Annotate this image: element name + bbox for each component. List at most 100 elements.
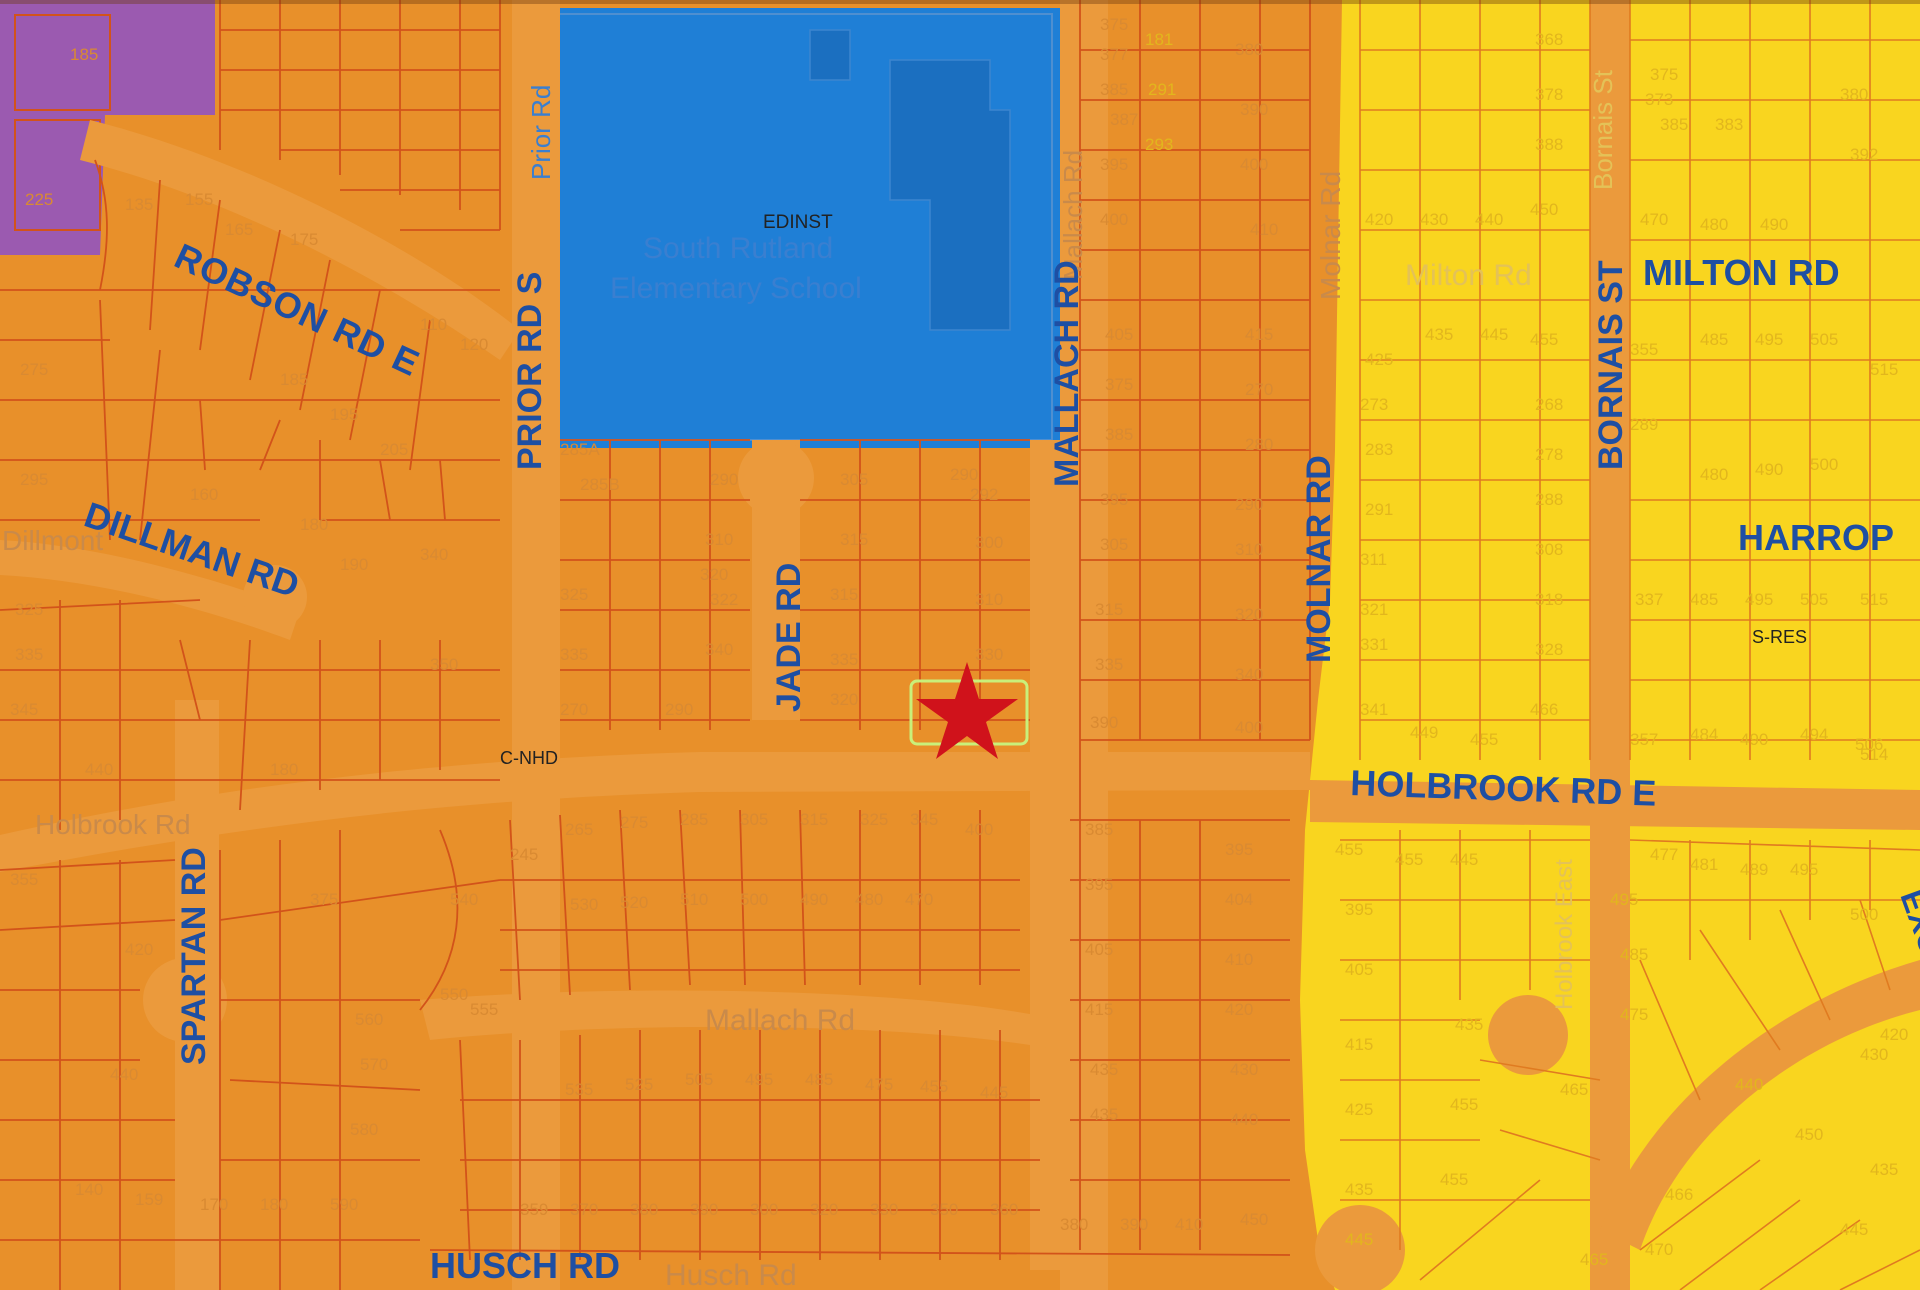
svg-text:495: 495: [745, 1070, 773, 1089]
svg-text:410: 410: [1175, 1215, 1203, 1234]
svg-text:485: 485: [1700, 330, 1728, 349]
street-label-spartan-rd: SPARTAN RD: [175, 847, 213, 1065]
svg-text:390: 390: [1090, 713, 1118, 732]
svg-text:440: 440: [85, 760, 113, 779]
svg-text:470: 470: [1640, 210, 1668, 229]
svg-text:400: 400: [965, 820, 993, 839]
svg-text:470: 470: [905, 890, 933, 909]
svg-text:345: 345: [10, 700, 38, 719]
svg-text:283: 283: [1365, 440, 1393, 459]
svg-text:290: 290: [665, 700, 693, 719]
parcel-lines: [0, 0, 1311, 1290]
svg-text:140: 140: [75, 1180, 103, 1199]
svg-text:170: 170: [200, 1195, 228, 1214]
svg-text:380: 380: [1060, 1215, 1088, 1234]
svg-text:305: 305: [740, 810, 768, 829]
svg-text:440: 440: [1475, 210, 1503, 229]
svg-text:485: 485: [805, 1070, 833, 1089]
zone-other-area: [0, 0, 215, 255]
svg-text:265: 265: [565, 820, 593, 839]
svg-text:490: 490: [1755, 460, 1783, 479]
svg-text:495: 495: [1755, 330, 1783, 349]
svg-text:368: 368: [1535, 30, 1563, 49]
svg-text:355: 355: [1630, 340, 1658, 359]
svg-text:305: 305: [840, 470, 868, 489]
zone-label-c-nhd: C-NHD: [500, 748, 558, 768]
svg-text:400: 400: [1235, 718, 1263, 737]
svg-text:120: 120: [460, 335, 488, 354]
svg-text:340: 340: [705, 640, 733, 659]
svg-text:435: 435: [1090, 1060, 1118, 1079]
svg-text:385: 385: [1105, 425, 1133, 444]
svg-text:270: 270: [560, 700, 588, 719]
zone-label-edinst: EDINST: [763, 212, 833, 233]
svg-text:435: 435: [1345, 1180, 1373, 1199]
faint-molnar-rd: Molnar Rd: [1315, 171, 1346, 300]
svg-text:370: 370: [570, 1200, 598, 1219]
svg-text:445: 445: [1450, 850, 1478, 869]
svg-text:190: 190: [340, 555, 368, 574]
svg-text:395: 395: [1100, 155, 1128, 174]
faint-husch-rd: Husch Rd: [665, 1259, 797, 1290]
faint-dillmont: Dillmont: [2, 525, 103, 556]
svg-text:335: 335: [830, 650, 858, 669]
svg-text:440: 440: [110, 1065, 138, 1084]
svg-text:465: 465: [1580, 1250, 1608, 1269]
street-label-molnar-rd: MOLNAR RD: [1300, 455, 1338, 663]
svg-text:185: 185: [280, 370, 308, 389]
svg-text:415: 415: [1345, 1035, 1373, 1054]
svg-text:305: 305: [1100, 535, 1128, 554]
svg-text:380: 380: [1235, 40, 1263, 59]
svg-text:320: 320: [810, 1200, 838, 1219]
svg-text:328: 328: [1535, 640, 1563, 659]
svg-text:535: 535: [565, 1080, 593, 1099]
faint-school-name-line1: South Rutland: [643, 232, 833, 265]
svg-text:275: 275: [20, 360, 48, 379]
svg-text:410: 410: [1225, 950, 1253, 969]
svg-text:420: 420: [1880, 1025, 1908, 1044]
svg-text:506: 506: [1855, 735, 1883, 754]
svg-text:481: 481: [1690, 855, 1718, 874]
svg-text:392: 392: [1850, 145, 1878, 164]
svg-text:390: 390: [690, 1200, 718, 1219]
svg-text:335: 335: [1095, 655, 1123, 674]
svg-text:160: 160: [190, 485, 218, 504]
svg-text:480: 480: [1700, 465, 1728, 484]
svg-text:489: 489: [1740, 860, 1768, 879]
faint-mallach-rd-south: Mallach Rd: [705, 1004, 855, 1037]
svg-text:360: 360: [990, 1200, 1018, 1219]
svg-text:308: 308: [1535, 540, 1563, 559]
svg-text:350: 350: [430, 655, 458, 674]
svg-text:514: 514: [1860, 745, 1888, 764]
faint-school-name-line2: Elementary School: [610, 272, 862, 305]
svg-text:285B: 285B: [580, 475, 620, 494]
svg-text:400: 400: [1100, 210, 1128, 229]
subject-property-star-icon[interactable]: [916, 662, 1018, 759]
svg-text:435: 435: [1425, 325, 1453, 344]
svg-text:310: 310: [1235, 540, 1263, 559]
svg-text:515: 515: [1860, 590, 1888, 609]
svg-text:300: 300: [975, 533, 1003, 552]
svg-text:289: 289: [1630, 415, 1658, 434]
svg-text:180: 180: [270, 760, 298, 779]
svg-text:500: 500: [1810, 455, 1838, 474]
svg-text:430: 430: [1860, 1045, 1888, 1064]
svg-text:405: 405: [1345, 960, 1373, 979]
faint-bornais-st: Bornais St: [1588, 69, 1618, 190]
faint-holbrook-east: Holbrook East: [1551, 859, 1578, 1010]
svg-text:285: 285: [680, 810, 708, 829]
svg-text:315: 315: [840, 530, 868, 549]
svg-text:340: 340: [1235, 665, 1263, 684]
svg-text:385: 385: [1085, 820, 1113, 839]
svg-text:185: 185: [70, 45, 98, 64]
svg-text:435: 435: [1455, 1015, 1483, 1034]
svg-text:495: 495: [1610, 890, 1638, 909]
svg-text:440: 440: [1230, 1110, 1258, 1129]
svg-text:415: 415: [1245, 325, 1273, 344]
svg-text:315: 315: [1095, 600, 1123, 619]
svg-text:410: 410: [1250, 220, 1278, 239]
svg-text:375: 375: [1105, 375, 1133, 394]
svg-text:420: 420: [125, 940, 153, 959]
street-label-harrop: HARROP: [1738, 517, 1894, 558]
